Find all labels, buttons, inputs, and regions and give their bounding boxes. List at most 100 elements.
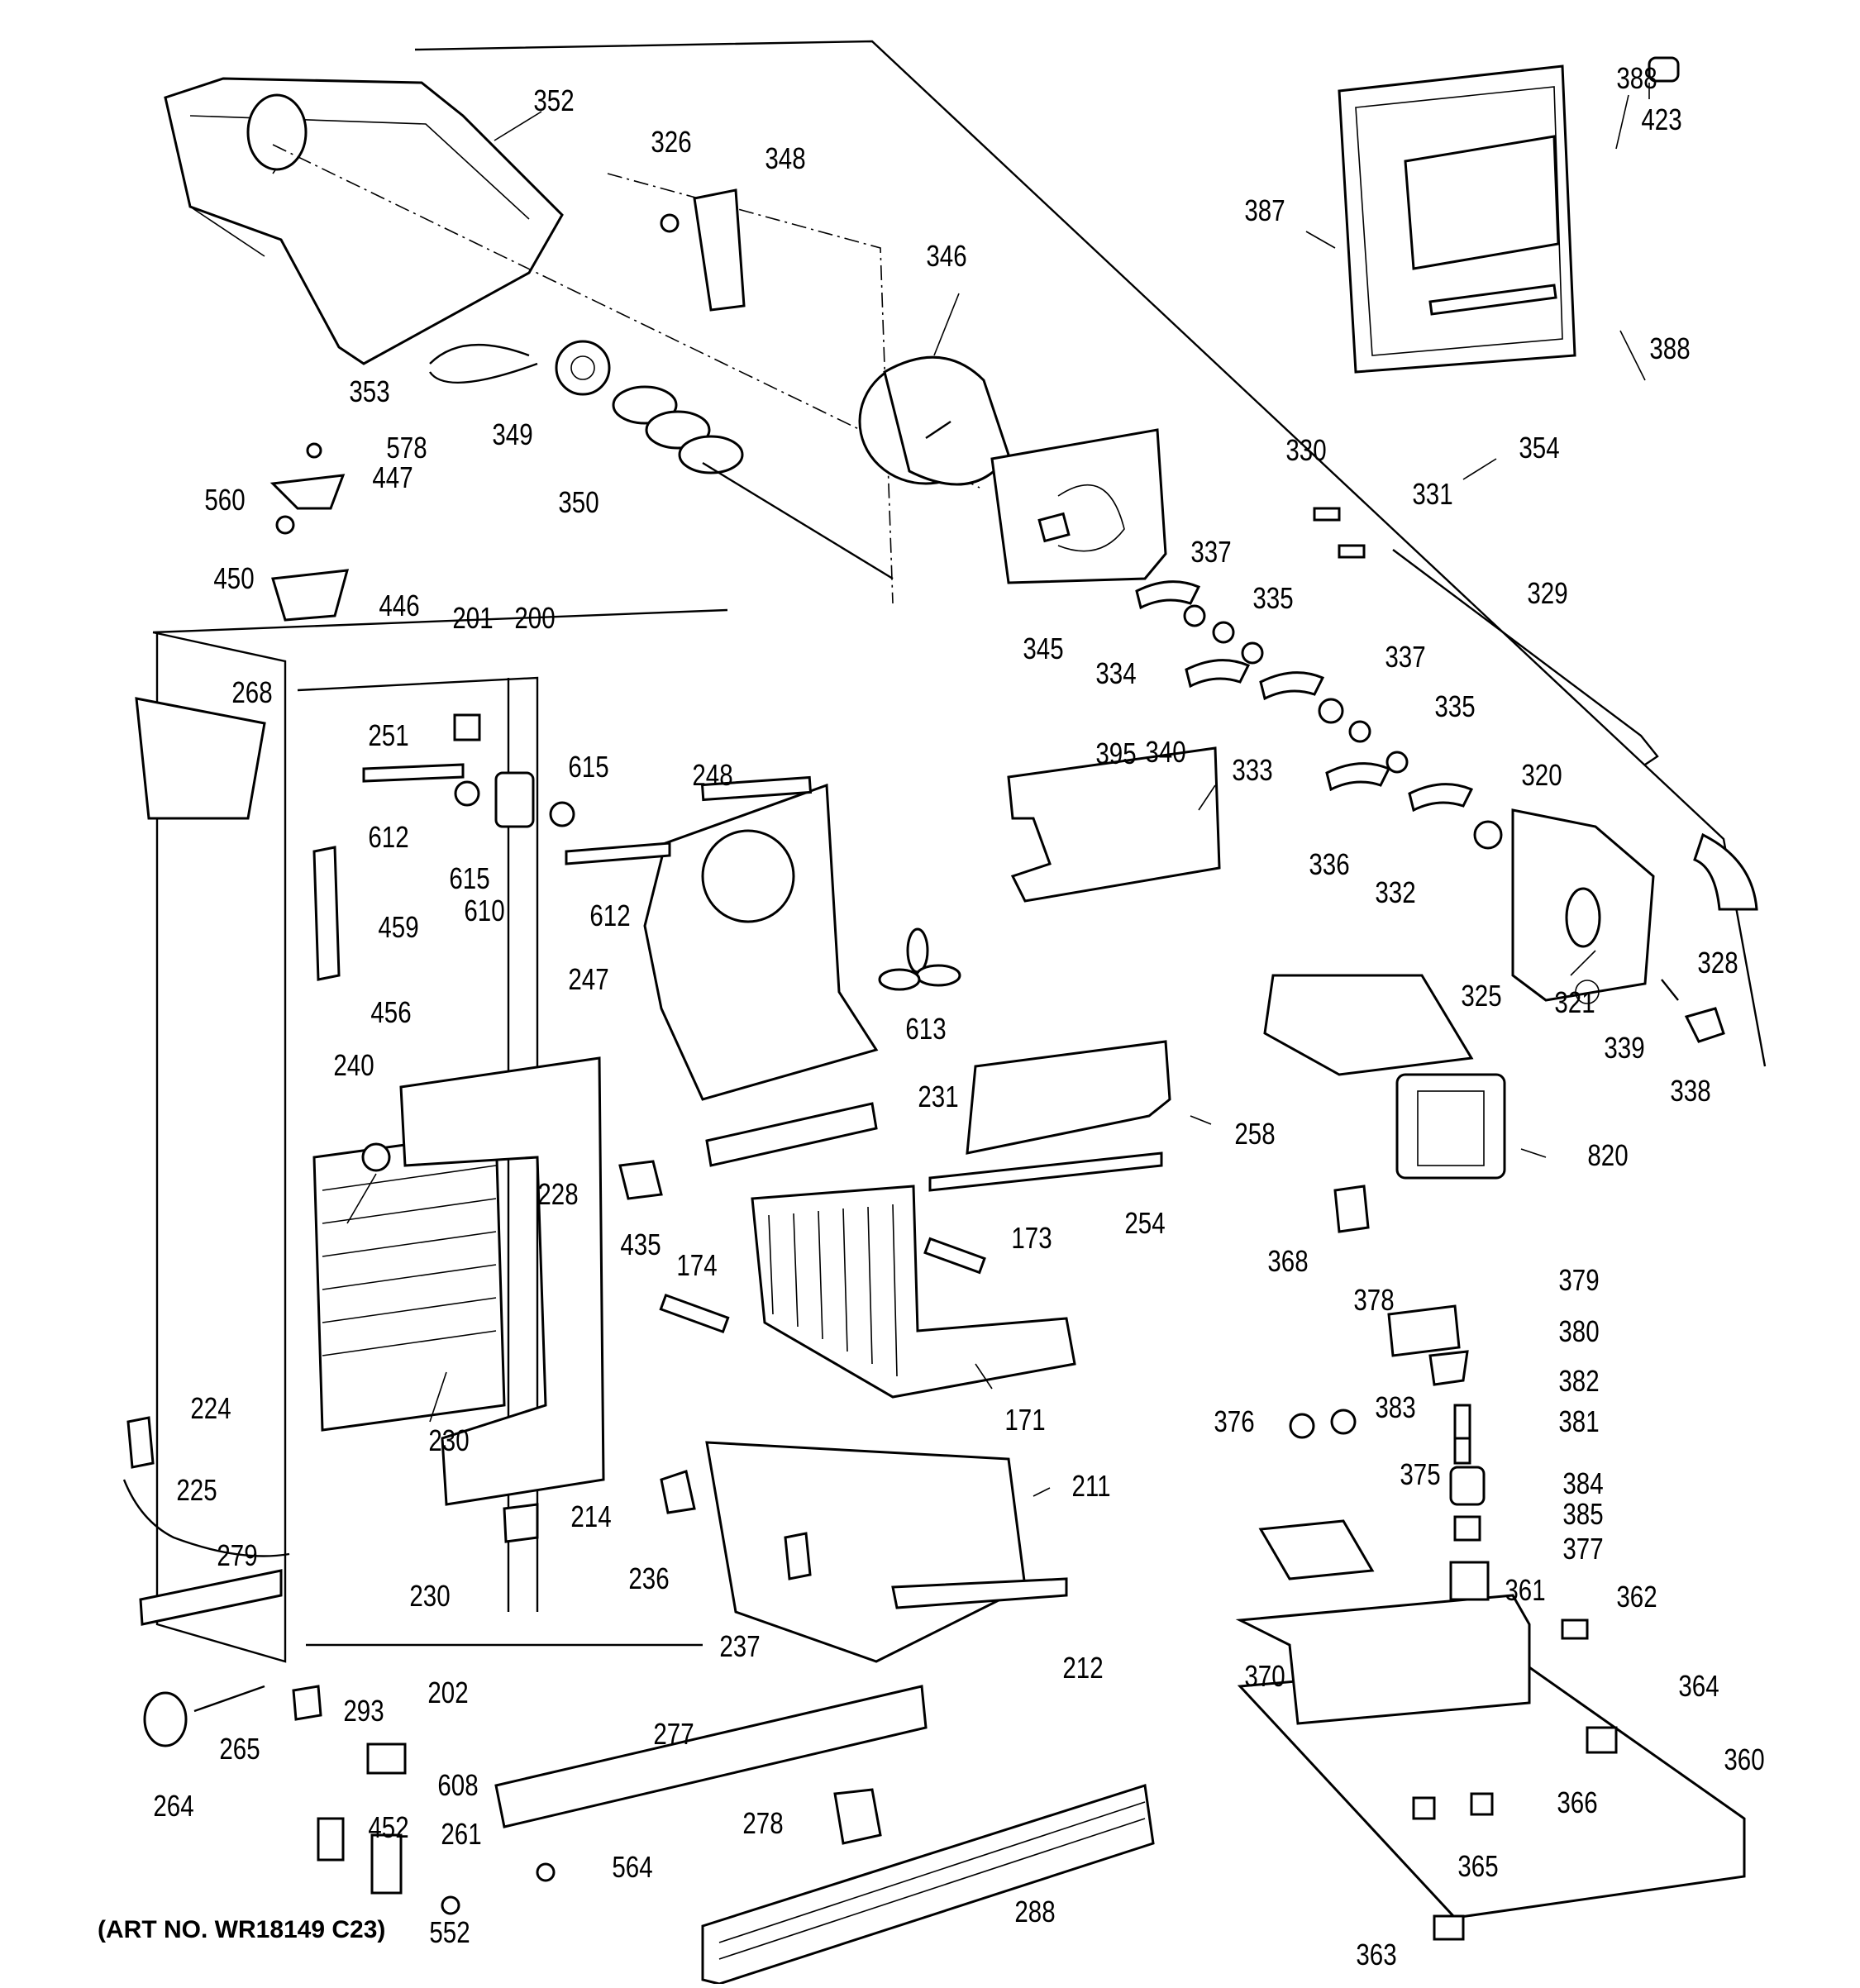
strip-248 (700, 775, 813, 802)
cover-258 (966, 1040, 1171, 1155)
cabinet-top-line (152, 608, 728, 634)
part-label-336: 336 (1309, 847, 1350, 881)
fan-613 (878, 927, 961, 991)
clip-230b (503, 1503, 539, 1543)
screw-552 (441, 1895, 460, 1915)
spring-382 (1453, 1437, 1471, 1465)
bracket-261 (370, 1833, 403, 1895)
part-label-354: 354 (1519, 431, 1560, 465)
part-label-326: 326 (651, 125, 692, 159)
clip-236 (660, 1470, 696, 1514)
solenoid-378 (1387, 1304, 1461, 1357)
washer-335b (1385, 751, 1409, 774)
part-label-331: 331 (1412, 477, 1453, 511)
part-label-337b: 337 (1385, 640, 1426, 674)
part-label-452: 452 (368, 1810, 409, 1844)
part-label-612b: 612 (589, 899, 631, 932)
part-label-335a: 335 (1252, 581, 1294, 615)
part-label-328: 328 (1697, 946, 1738, 980)
washer-337b (1318, 698, 1344, 724)
part-label-211: 211 (1071, 1469, 1111, 1503)
part-label-564: 564 (612, 1850, 653, 1884)
nut-326 (660, 213, 680, 233)
part-label-613: 613 (905, 1012, 947, 1046)
block-384 (1453, 1515, 1481, 1542)
plate-452 (317, 1817, 345, 1862)
part-label-381: 381 (1558, 1404, 1600, 1438)
flap-388-upper (1404, 135, 1560, 270)
cam-336 (1325, 762, 1391, 792)
panel-395 (1007, 746, 1221, 903)
screw-560 (275, 515, 295, 535)
part-label-459: 459 (378, 910, 419, 944)
part-label-352: 352 (533, 83, 575, 117)
bracket-293 (292, 1685, 322, 1721)
plate-447 (269, 474, 346, 510)
part-label-446: 446 (379, 589, 420, 622)
part-label-348: 348 (765, 141, 806, 175)
part-label-230a: 230 (428, 1423, 470, 1457)
duct-247 (643, 783, 879, 1101)
screw-578 (306, 442, 322, 459)
part-label-364: 364 (1678, 1669, 1719, 1703)
part-label-264: 264 (153, 1789, 194, 1823)
grille-288 (701, 1784, 1155, 1986)
part-label-225: 225 (176, 1473, 217, 1507)
part-label-610: 610 (464, 894, 505, 927)
sensor-240 (361, 1142, 391, 1172)
part-label-247: 247 (568, 962, 609, 996)
part-label-385: 385 (1562, 1497, 1604, 1531)
part-label-325: 325 (1461, 979, 1502, 1013)
rail-279 (139, 1569, 283, 1626)
part-label-350: 350 (558, 485, 599, 519)
part-label-370: 370 (1244, 1659, 1285, 1693)
switch-608 (366, 1742, 407, 1775)
clip-435 (618, 1160, 663, 1200)
connector-364 (1586, 1726, 1618, 1754)
part-label-201: 201 (452, 601, 494, 635)
part-label-395: 395 (1095, 737, 1137, 770)
part-label-435: 435 (620, 1228, 661, 1261)
part-label-379: 379 (1558, 1263, 1600, 1297)
part-label-251: 251 (368, 718, 409, 752)
part-label-339: 339 (1604, 1031, 1645, 1065)
plunger-380 (1453, 1404, 1471, 1440)
paddle-348 (693, 188, 746, 312)
part-label-200: 200 (514, 601, 556, 635)
plate-446 (271, 569, 350, 622)
part-label-560: 560 (204, 483, 246, 517)
rail-277 (494, 1685, 928, 1828)
part-label-360: 360 (1724, 1742, 1765, 1776)
part-label-578: 578 (386, 431, 427, 465)
frame-459 (312, 846, 341, 981)
pin-265 (193, 1685, 265, 1713)
cam-333 (1259, 671, 1325, 701)
cam-334 (1135, 580, 1201, 610)
feeler-arm-329 (1392, 549, 1659, 765)
cover-328 (1693, 832, 1758, 911)
part-label-231: 231 (918, 1080, 959, 1113)
part-label-345: 345 (1023, 632, 1064, 665)
part-label-388a: 388 (1616, 61, 1657, 95)
part-label-375: 375 (1400, 1457, 1441, 1491)
part-label-361: 361 (1505, 1573, 1546, 1607)
sleeve-383 (1449, 1466, 1486, 1506)
part-label-377: 377 (1562, 1532, 1604, 1566)
part-label-258: 258 (1234, 1117, 1276, 1151)
part-label-268: 268 (231, 675, 273, 709)
part-label-353: 353 (349, 374, 390, 408)
fastener-363 (1433, 1914, 1465, 1941)
part-label-388b: 388 (1649, 331, 1691, 365)
cam-332 (1408, 783, 1474, 813)
leader-lines (346, 83, 1650, 1497)
part-label-384: 384 (1562, 1466, 1604, 1500)
motor-370 (1258, 1519, 1375, 1580)
part-label-334: 334 (1095, 656, 1137, 690)
bearing-320 (1473, 820, 1503, 850)
part-label-288: 288 (1014, 1895, 1056, 1928)
bracket-338 (1684, 1007, 1725, 1043)
part-label-240: 240 (333, 1048, 374, 1082)
part-label-337a: 337 (1190, 535, 1232, 569)
part-label-552: 552 (429, 1915, 470, 1949)
auger-353 (429, 343, 538, 384)
